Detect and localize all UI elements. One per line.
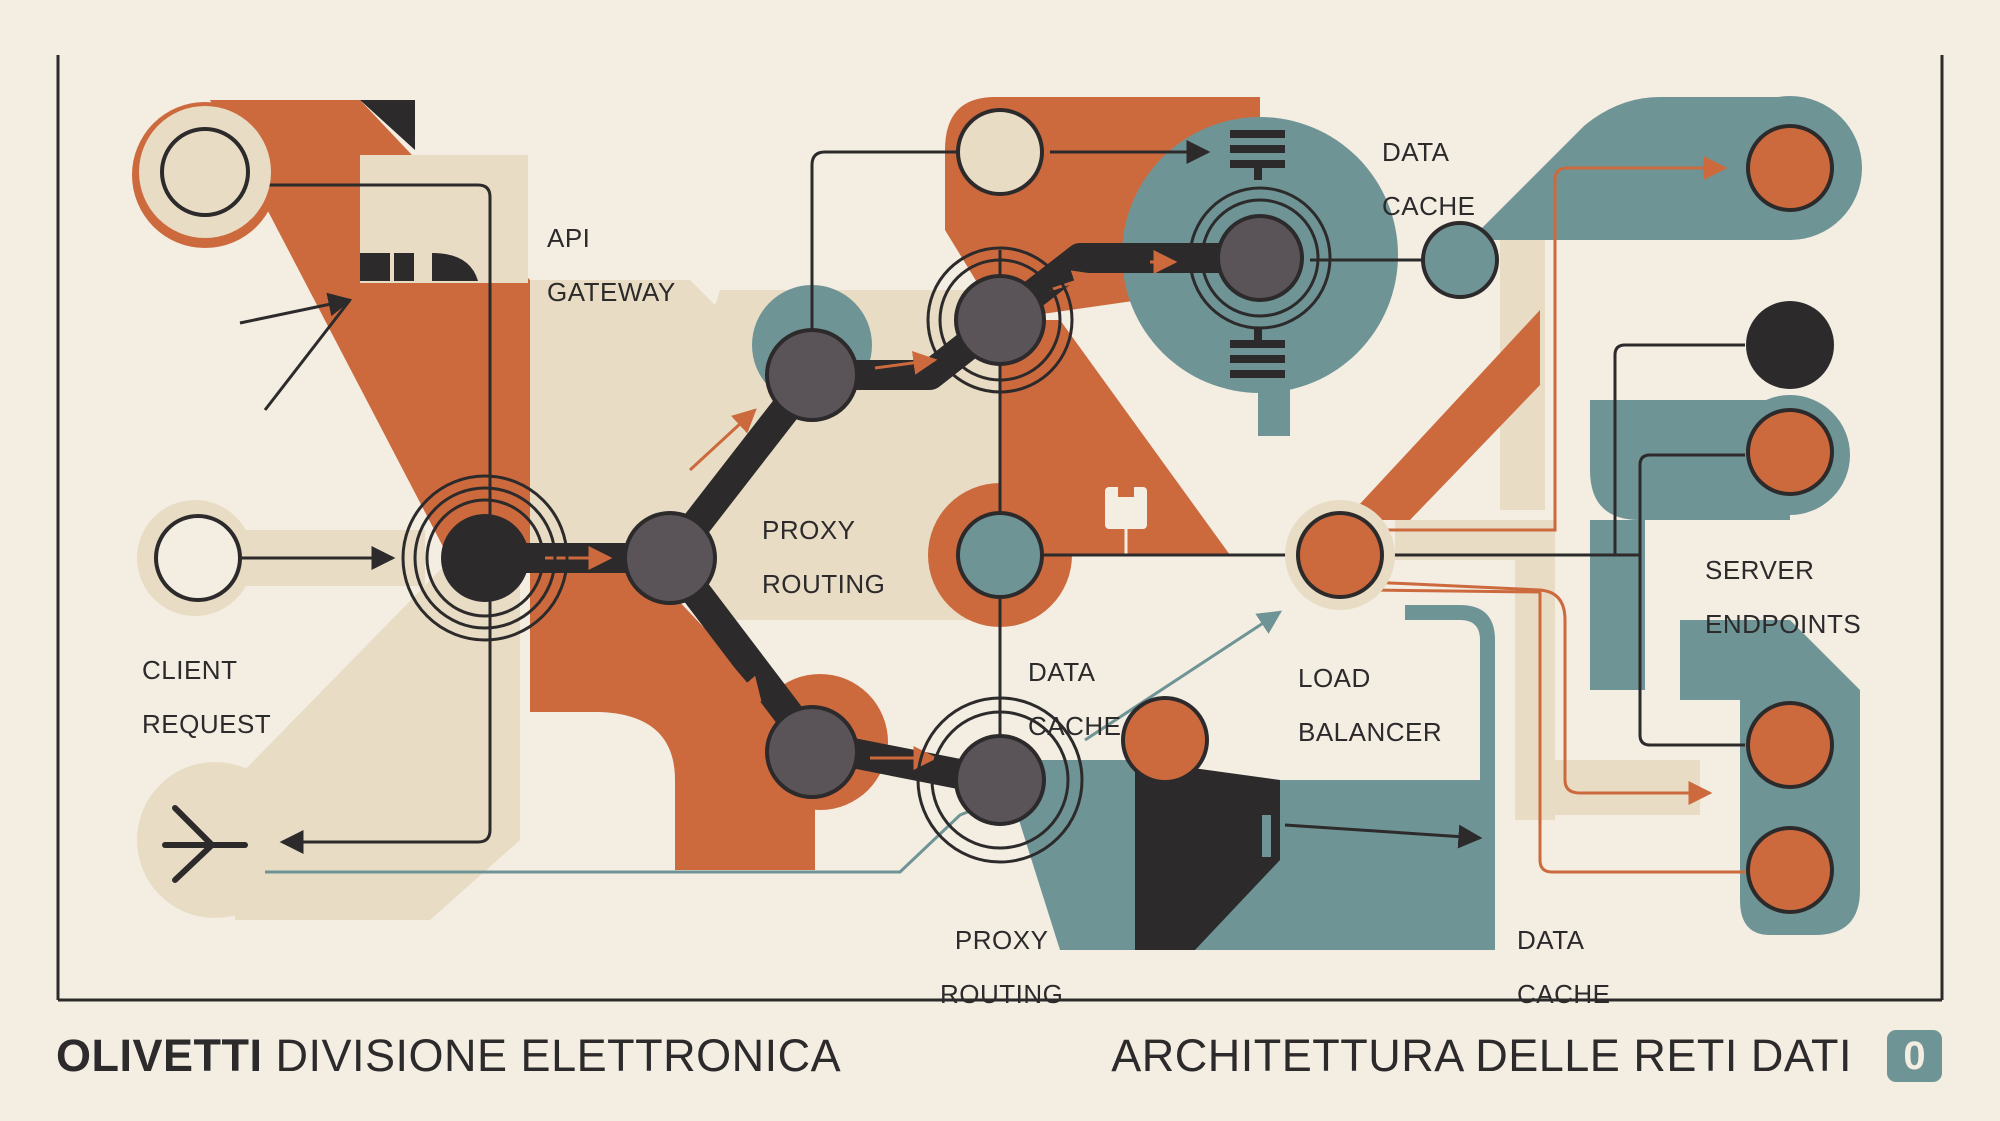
label-data-cache-middle: DATA CACHE — [1028, 632, 1122, 767]
label-line: ROUTING — [940, 979, 1064, 1009]
label-line: BALANCER — [1298, 717, 1443, 747]
label-server-endpoints: SERVER ENDPOINTS — [1705, 530, 1861, 665]
footer-badge: 0 — [1887, 1030, 1942, 1082]
node-endpoint-3[interactable] — [1746, 408, 1834, 496]
node-teal-right[interactable] — [1421, 221, 1499, 299]
label-line: CACHE — [1517, 979, 1611, 1009]
orange-lines — [1369, 156, 1745, 874]
connector-lines — [239, 140, 1745, 854]
node-lower-orange[interactable] — [1121, 696, 1209, 784]
node-endpoint-1[interactable] — [1746, 124, 1834, 212]
division-name: DIVISIONE ELETTRONICA — [262, 1030, 842, 1081]
node-load-balancer[interactable] — [1285, 500, 1395, 610]
node-split[interactable] — [623, 511, 717, 605]
node-endpoint-5[interactable] — [1746, 826, 1834, 914]
node-endpoint-2[interactable] — [1746, 301, 1834, 389]
footer-title: ARCHITETTURA DELLE RETI DATI — [1111, 1030, 1852, 1081]
label-line: LOAD — [1298, 663, 1371, 693]
node-proxy-lower[interactable] — [765, 705, 859, 799]
label-line: ENDPOINTS — [1705, 609, 1862, 639]
label-proxy-routing-lower: PROXY ROUTING — [940, 900, 1063, 1035]
node-data-cache-main[interactable] — [1188, 186, 1332, 330]
label-line: PROXY — [954, 925, 1049, 955]
label-data-cache-bottom: DATA CACHE — [1517, 900, 1611, 1035]
node-top-left[interactable] — [139, 106, 271, 238]
label-line: DATA — [1517, 925, 1585, 955]
label-line: REQUEST — [142, 709, 272, 739]
label-load-balancer: LOAD BALANCER — [1298, 638, 1442, 773]
label-line: CACHE — [1028, 711, 1122, 741]
label-api-gateway: API GATEWAY — [547, 198, 676, 333]
label-line: PROXY — [762, 515, 856, 545]
label-line: CACHE — [1382, 191, 1476, 221]
label-data-cache-top: DATA CACHE — [1382, 112, 1476, 247]
frame — [56, 55, 1944, 1002]
label-line: ROUTING — [762, 569, 886, 599]
label-proxy-routing-upper: PROXY ROUTING — [762, 490, 885, 625]
node-top-center[interactable] — [956, 108, 1044, 196]
node-hub-lower[interactable] — [916, 696, 1084, 864]
node-endpoint-4[interactable] — [1746, 701, 1834, 789]
footer-brand: OLIVETTI DIVISIONE ELETTRONICA — [56, 1028, 841, 1084]
node-client[interactable] — [154, 514, 242, 602]
label-client-request: CLIENT REQUEST — [142, 630, 271, 765]
label-line: API — [547, 223, 591, 253]
label-line: CLIENT — [142, 655, 238, 685]
node-proxy-upper[interactable] — [765, 328, 859, 422]
label-line: DATA — [1028, 657, 1096, 687]
node-hub-upper[interactable] — [926, 246, 1074, 394]
label-line: GATEWAY — [547, 277, 676, 307]
node-teal-middle[interactable] — [956, 511, 1044, 599]
node-api-gateway[interactable] — [401, 474, 569, 642]
nodes — [139, 106, 1834, 914]
airplane-icon — [162, 805, 248, 883]
server-stack-icon — [1230, 130, 1285, 378]
brand-name: OLIVETTI — [56, 1030, 263, 1081]
label-line: DATA — [1382, 137, 1450, 167]
label-line: SERVER — [1705, 555, 1815, 585]
